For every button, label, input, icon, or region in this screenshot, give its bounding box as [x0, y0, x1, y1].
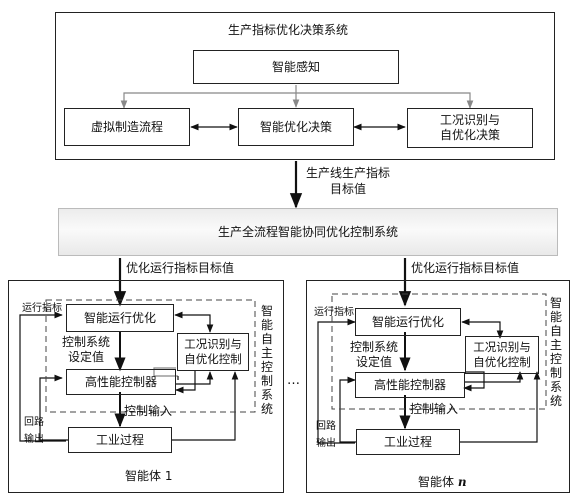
agent-n-recognition-box: 工况识别与 自优化控制 — [465, 336, 539, 374]
agent-n-frame — [306, 280, 570, 493]
virtual-flow-box: 虚拟制造流程 — [64, 108, 190, 146]
agent-1-optimization-box: 智能运行优化 — [66, 304, 174, 332]
agent-n-caption-prefix: 智能体 — [418, 475, 458, 489]
agent-1-loop-output-label: 回路 输出 — [24, 417, 44, 445]
agent-n-autonomy-label: 智能自主控制系统 — [549, 296, 562, 408]
agent-n-input-label: 优化运行指标目标值 — [411, 261, 520, 275]
agent-n-controller-box: 高性能控制器 — [355, 372, 465, 398]
perception-box: 智能感知 — [193, 50, 399, 84]
ellipsis: … — [287, 373, 300, 388]
top-system-title: 生产指标优化决策系统 — [228, 23, 349, 37]
agent-1-frame — [8, 280, 284, 493]
target-value-label: 生产线生产指标 目标值 — [306, 166, 391, 196]
agent-1-control-input-label: 控制输入 — [124, 404, 173, 418]
agent-n-loop-output-label: 回路 输出 — [316, 421, 336, 449]
agent-1-autonomy-frame — [45, 299, 256, 413]
agent-1-setpoint-label: 控制系统 设定值 — [62, 335, 111, 364]
agent-n-caption-n: n — [457, 475, 467, 489]
agent-1-input-label: 优化运行指标目标值 — [126, 261, 235, 275]
agent-1-controller-box: 高性能控制器 — [66, 369, 176, 395]
agent-1-connectors — [19, 258, 239, 442]
agent-1-autonomy-label: 智能自主控制系统 — [260, 304, 273, 416]
agent-1-caption: 智能体 1 — [125, 469, 173, 483]
agent-n-run-index: 运行指标 — [314, 307, 354, 318]
middle-system-box: 生产全流程智能协同优化控制系统 — [58, 208, 558, 256]
perception-links — [120, 85, 474, 109]
agent-1-recognition-box: 工况识别与 自优化控制 — [177, 333, 249, 371]
agent-n-optimization-box: 智能运行优化 — [355, 308, 461, 336]
smart-decision-box: 智能优化决策 — [238, 108, 354, 146]
agent-n-autonomy-frame — [331, 293, 547, 410]
agent-1-process-box: 工业过程 — [68, 427, 172, 453]
agent-n-control-input-label: 控制输入 — [410, 402, 459, 416]
agent-n-caption: 智能体 n — [418, 476, 467, 489]
top-system-frame — [55, 12, 555, 160]
agent-n-setpoint-label: 控制系统 设定值 — [350, 340, 399, 369]
agent-n-connectors — [317, 258, 541, 444]
agent-n-process-box: 工业过程 — [356, 429, 460, 455]
agent-1-run-index: 运行指标 — [22, 303, 62, 314]
condition-recognition-box: 工况识别与 自优化决策 — [407, 108, 533, 148]
